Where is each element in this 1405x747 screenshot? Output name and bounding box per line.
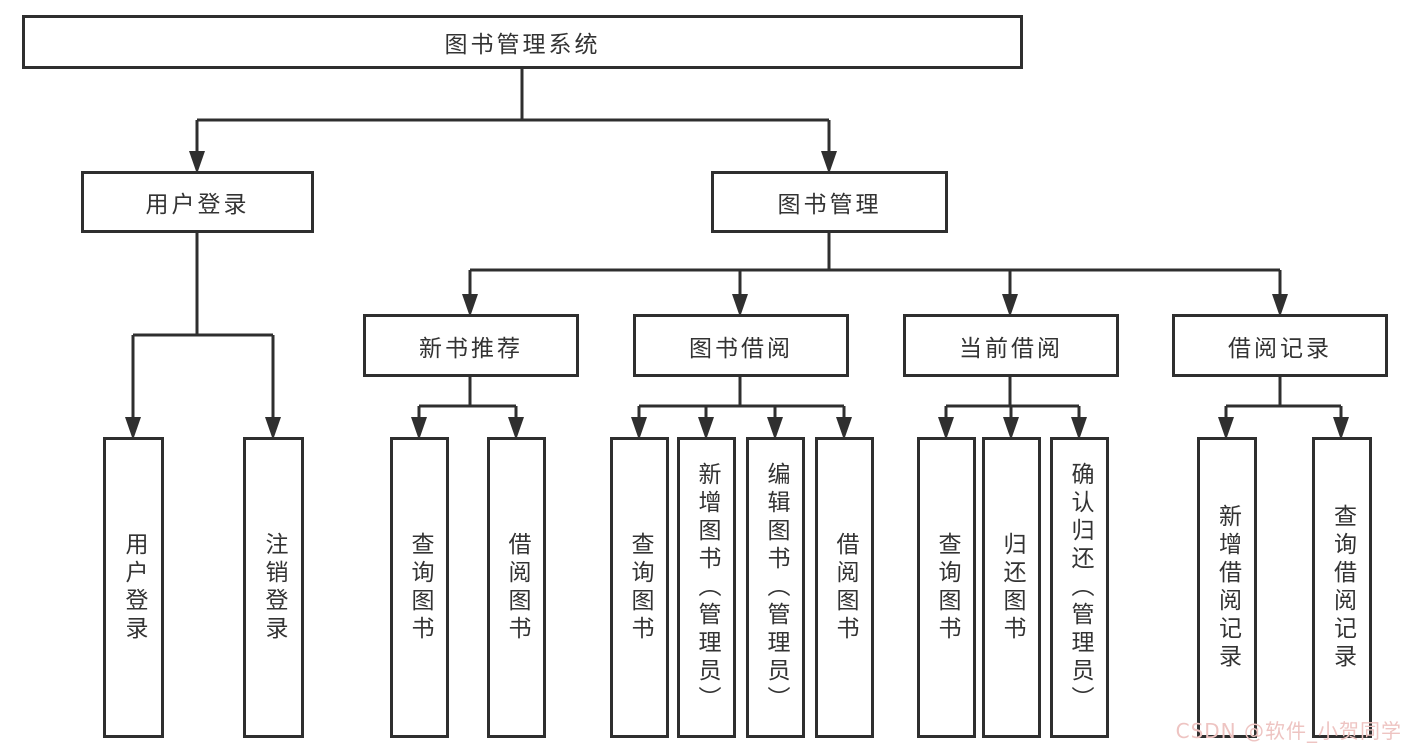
node-leaf-add-borrow-record: 新增借阅记录 [1197,437,1257,738]
node-user-login: 用户登录 [81,171,314,233]
node-current-borrowing: 当前借阅 [903,314,1119,377]
csdn-watermark: CSDN @软件_小贺同学 [1175,719,1402,743]
node-leaf-query-books-recommend: 查询图书 [390,437,449,738]
node-book-borrowing: 图书借阅 [633,314,849,377]
node-leaf-borrow-books-recommend: 借阅图书 [487,437,546,738]
node-leaf-add-books-admin: 新增图书（管理员） [677,437,736,738]
node-leaf-return-books: 归还图书 [982,437,1041,738]
node-borrowing-records: 借阅记录 [1172,314,1388,377]
node-leaf-borrow-books-borrowing: 借阅图书 [815,437,874,738]
node-root-library-management-system: 图书管理系统 [22,15,1023,69]
node-leaf-edit-books-admin: 编辑图书（管理员） [746,437,805,738]
node-new-book-recommendation: 新书推荐 [363,314,579,377]
node-leaf-query-books-current: 查询图书 [917,437,976,738]
node-leaf-logout: 注销登录 [243,437,304,738]
node-leaf-confirm-return-admin: 确认归还（管理员） [1050,437,1109,738]
node-leaf-query-borrow-record: 查询借阅记录 [1312,437,1372,738]
node-leaf-user-login: 用户登录 [103,437,164,738]
node-leaf-query-books-borrowing: 查询图书 [610,437,669,738]
node-book-management: 图书管理 [711,171,948,233]
